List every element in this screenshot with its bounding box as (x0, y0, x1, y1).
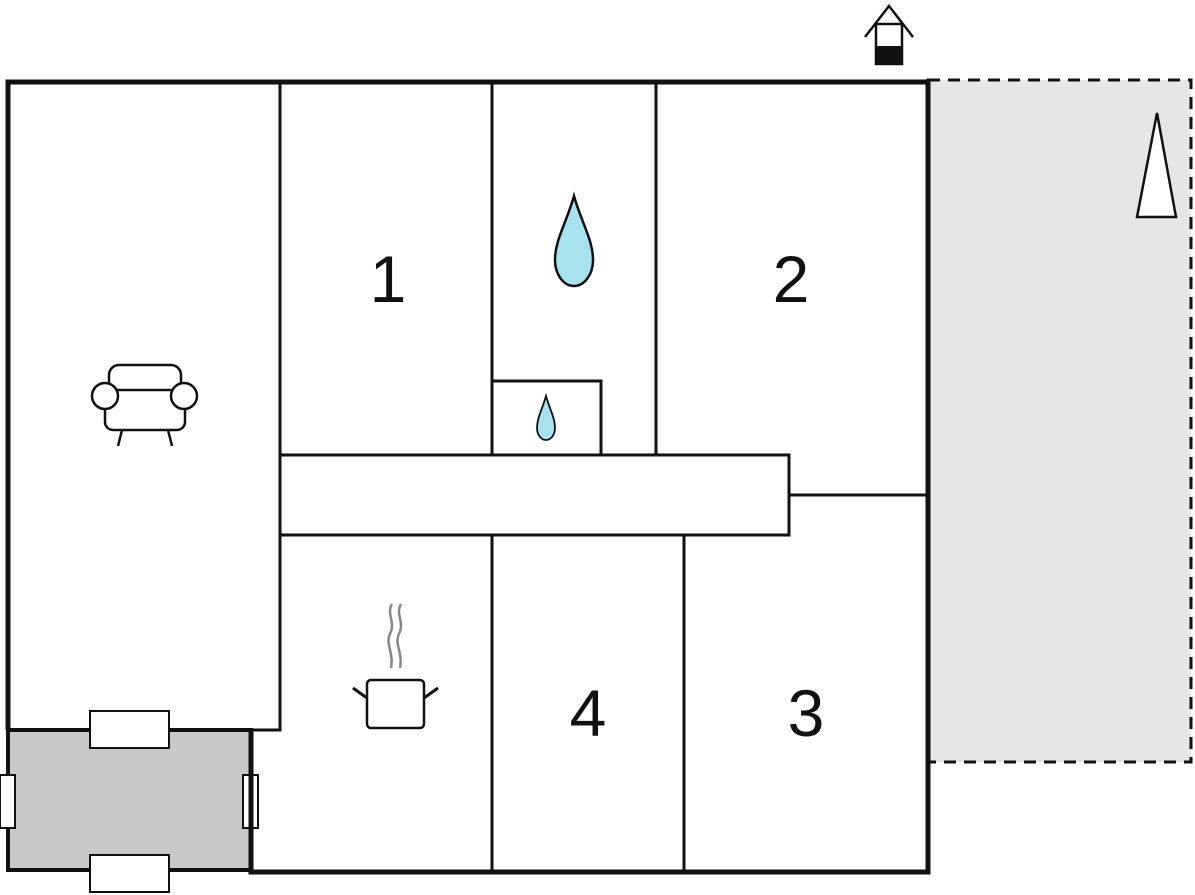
interior-walls (251, 82, 928, 872)
window (0, 774, 16, 829)
window (89, 710, 170, 749)
room-label-2: 2 (773, 242, 810, 316)
tree-icon (1135, 112, 1178, 219)
window (89, 854, 170, 893)
conservatory-room (6, 728, 253, 872)
outer-walls (5, 79, 931, 875)
house-entrance-icon (864, 3, 914, 66)
room-label-1: 1 (370, 242, 407, 316)
armchair-icon (90, 363, 199, 447)
water-drop-icon (536, 392, 556, 441)
room-label-4: 4 (570, 676, 607, 750)
water-drop-icon (553, 191, 595, 288)
room-label-3: 3 (788, 676, 825, 750)
cooking-pot-icon (352, 603, 439, 730)
